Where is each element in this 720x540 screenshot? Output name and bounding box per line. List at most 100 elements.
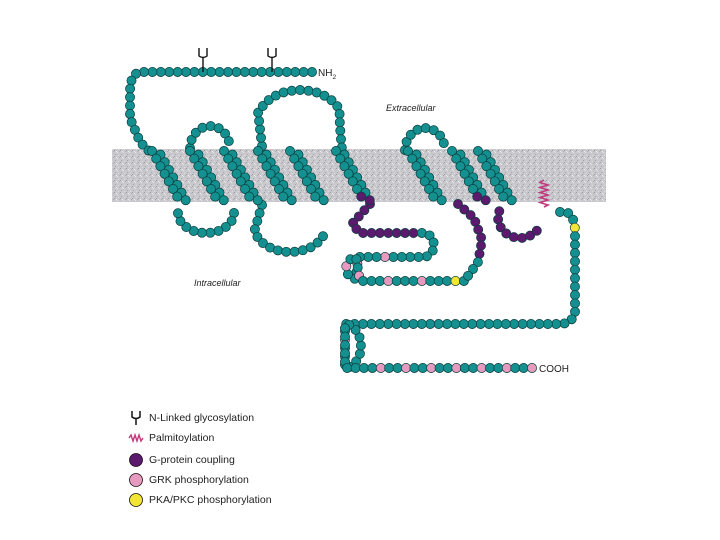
residue: [253, 146, 263, 156]
residue: [509, 319, 520, 329]
residue: [468, 363, 479, 373]
residue: [331, 146, 341, 156]
residue: [403, 146, 413, 156]
residue: [181, 67, 191, 77]
residue: [517, 319, 528, 329]
residue: [137, 139, 148, 150]
residue: [210, 191, 221, 202]
g-protein-residue: [383, 228, 394, 238]
residue: [506, 195, 517, 206]
residue: [570, 248, 580, 258]
g-protein-residue: [358, 228, 369, 238]
residue: [318, 195, 329, 206]
residue: [384, 363, 395, 373]
residue: [412, 124, 423, 135]
grk-site-residue: [375, 363, 386, 373]
residue: [164, 67, 175, 77]
residue: [428, 237, 439, 248]
residue: [281, 246, 292, 257]
residue: [459, 363, 470, 373]
residue: [213, 123, 224, 134]
g-protein-residue: [474, 248, 485, 259]
residue: [551, 319, 562, 329]
g-protein-residue: [400, 228, 411, 238]
residue: [340, 323, 350, 334]
residue: [405, 129, 416, 140]
residue: [172, 67, 183, 77]
residue: [185, 146, 195, 156]
residue: [563, 208, 574, 219]
residue: [366, 276, 377, 286]
residue: [278, 191, 289, 202]
residue: [405, 252, 416, 262]
residue: [342, 363, 353, 373]
g-protein-residue: [408, 228, 419, 238]
residue: [400, 319, 410, 329]
residue: [354, 348, 365, 359]
residue: [434, 363, 445, 373]
residue: [350, 324, 361, 335]
residue: [205, 227, 216, 238]
legend-label: G-protein coupling: [149, 454, 235, 466]
residue: [289, 246, 300, 257]
residue: [374, 319, 385, 329]
residue: [400, 276, 411, 286]
residue: [256, 132, 266, 143]
residue: [492, 319, 503, 329]
residue: [196, 227, 207, 238]
residue: [489, 176, 500, 187]
residue: [297, 168, 308, 179]
residue: [570, 231, 580, 242]
g-protein-residue: [508, 232, 519, 243]
residue: [125, 83, 136, 94]
residue: [442, 319, 452, 329]
residue: [151, 153, 162, 164]
residue: [352, 184, 362, 194]
g-protein-residue: [494, 206, 505, 217]
residue: [494, 184, 504, 194]
residue: [366, 319, 377, 329]
residue: [455, 161, 466, 172]
residue: [413, 252, 424, 262]
residue: [265, 168, 276, 179]
residue: [252, 231, 263, 242]
residue: [570, 290, 580, 300]
grk-site-residue: [501, 363, 512, 373]
residue: [281, 67, 292, 77]
residue: [226, 215, 237, 226]
residue: [559, 318, 570, 329]
residue: [396, 252, 407, 262]
residue: [425, 276, 436, 286]
grk-site-residue: [527, 363, 537, 373]
residue: [173, 208, 183, 219]
residue: [248, 67, 259, 77]
residue: [258, 238, 268, 249]
residue: [383, 319, 394, 329]
residue: [265, 67, 275, 77]
residue: [147, 67, 158, 77]
residue: [371, 252, 382, 262]
residue: [273, 67, 284, 77]
residue: [570, 256, 580, 267]
residue: [510, 363, 521, 373]
residue: [201, 176, 212, 187]
residue: [477, 153, 488, 164]
g-protein-residue: [476, 240, 486, 251]
residue: [223, 67, 233, 77]
residue: [306, 184, 316, 194]
residue: [172, 191, 183, 202]
residue: [235, 176, 246, 187]
residue: [409, 363, 420, 373]
grk-site-residue: [380, 252, 390, 262]
g-protein-residue: [480, 195, 491, 206]
residue: [367, 363, 378, 373]
palmitoylation-icon: [128, 432, 144, 444]
residue: [263, 95, 274, 106]
residue: [231, 67, 242, 77]
g-protein-residue: [495, 222, 506, 233]
residue: [303, 85, 314, 96]
residue: [570, 239, 580, 250]
residue: [193, 161, 204, 172]
residue: [475, 319, 486, 329]
residue: [340, 340, 350, 350]
